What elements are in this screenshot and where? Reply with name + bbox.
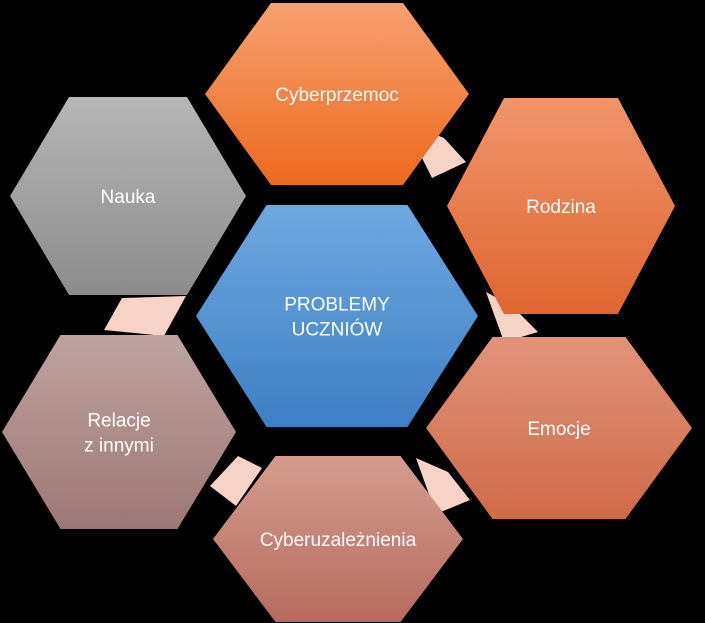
hexagon-emocje: Emocje bbox=[426, 337, 692, 519]
hexagon-relacje: Relacje z innymi bbox=[2, 335, 236, 529]
hexagon-rodzina-shape bbox=[447, 98, 675, 314]
hexagon-nauka-shape bbox=[10, 97, 246, 295]
connector-3 bbox=[416, 458, 470, 514]
hexagon-relacje-shape bbox=[2, 335, 236, 529]
hexagon-emocje-shape bbox=[426, 337, 692, 519]
hexagon-center-shape bbox=[196, 205, 478, 427]
hexagon-rodzina: Rodzina bbox=[447, 98, 675, 314]
hexagon-cyberprzemoc-label: Cyberprzemoc bbox=[275, 85, 399, 106]
hexagon-relacje-label: Relacje bbox=[87, 411, 150, 432]
connectors bbox=[104, 122, 538, 514]
hexagon-cyberprzemoc-shape bbox=[205, 3, 469, 185]
hexagon-emocje-label: Emocje bbox=[527, 419, 590, 440]
hexagon-center: PROBLEMY UCZNIÓW bbox=[196, 205, 478, 427]
hexagon-cyberprzemoc: Cyberprzemoc bbox=[205, 3, 469, 185]
hexagon-rodzina-label: Rodzina bbox=[526, 197, 596, 218]
hexagons: CyberprzemocRodzinaEmocjeCyberuzależnien… bbox=[2, 3, 692, 622]
hexagon-cyberuzaleznienia: Cyberuzależnienia bbox=[213, 456, 463, 622]
hexagon-nauka: Nauka bbox=[10, 97, 246, 295]
hexagon-center-label: UCZNIÓW bbox=[292, 319, 383, 341]
connector-4 bbox=[210, 456, 262, 506]
hexagon-cyberuzaleznienia-shape bbox=[213, 456, 463, 622]
hexagon-nauka-label: Nauka bbox=[101, 187, 156, 208]
connector-5 bbox=[104, 296, 186, 336]
hexagon-cyberuzaleznienia-label: Cyberuzależnienia bbox=[260, 530, 417, 551]
hexagon-center-label: PROBLEMY bbox=[284, 295, 390, 316]
hexagon-relacje-label: z innymi bbox=[84, 436, 154, 457]
